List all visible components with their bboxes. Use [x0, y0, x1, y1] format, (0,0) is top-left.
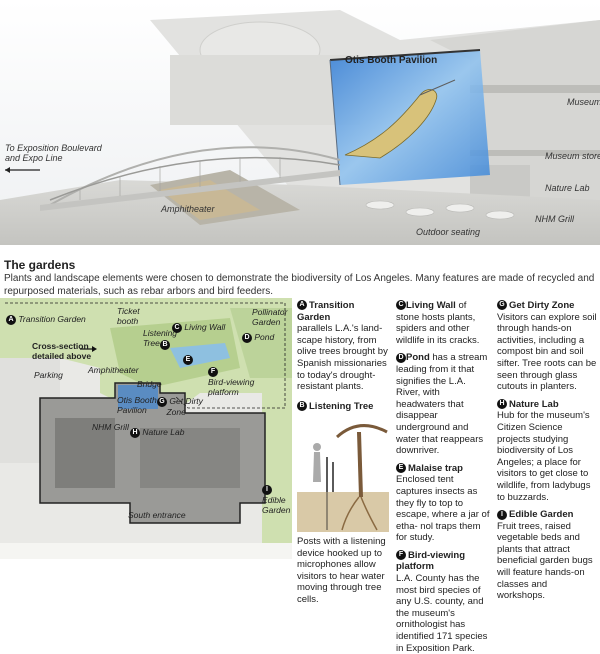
museum-label: Museum: [567, 97, 600, 107]
feature-f-title: Bird-viewing platform: [396, 549, 466, 573]
feature-e-title: Malaise trap: [408, 462, 463, 474]
map-transition-garden: A Transition Garden: [6, 314, 86, 325]
map-south-entrance: South entrance: [128, 510, 186, 520]
feature-g-text: Visitors can explore soil through hands-…: [497, 311, 597, 393]
nature-lab-label: Nature Lab: [545, 183, 590, 193]
map-nhm-grill: NHM Grill: [92, 422, 129, 432]
feature-a-text: parallels L.A.'s land-scape history, fro…: [297, 323, 388, 393]
hero-drawing: [0, 0, 600, 245]
feature-h-title: Nature Lab: [509, 398, 559, 410]
map-pond: D Pond: [242, 332, 274, 343]
map-badge-b: B: [160, 339, 170, 350]
feature-e-text: Enclosed tent captures insects as they f…: [396, 474, 490, 544]
map-bridge: Bridge: [137, 379, 162, 389]
listening-tree-illustration: [297, 424, 389, 533]
map-drawing: [0, 298, 292, 559]
nhm-grill-label: NHM Grill: [535, 214, 574, 224]
feature-i-title: Edible Garden: [509, 509, 574, 521]
expo-line-label-1: To Exposition Boulevard: [5, 143, 102, 153]
museum-store-label: Museum store: [545, 151, 600, 161]
feature-i-text: Fruit trees, raised vegetable beds and p…: [497, 520, 593, 602]
feature-g-title: Get Dirty Zone: [509, 300, 575, 311]
feature-c-text: of stone hosts plants, spiders and other…: [396, 300, 480, 346]
feature-b-text: Posts with a listening device hooked up …: [297, 535, 386, 605]
section-description: Plants and landscape elements were chose…: [4, 273, 595, 297]
map-living-wall: C Living Wall: [172, 322, 225, 333]
feature-h-text: Hub for the museum's Citizen Science pro…: [497, 410, 591, 503]
hero-illustration: Otis Booth Pavilion Museum Museum store …: [0, 0, 600, 245]
feature-f-text: L.A. County has the most bird species of…: [396, 573, 488, 654]
feature-d-text: has a stream leading from it that signif…: [396, 352, 488, 457]
expo-line-label-2: and Expo Line: [5, 153, 63, 163]
feature-a-title: Transition Garden: [297, 300, 355, 323]
outdoor-seating-label: Outdoor seating: [416, 227, 481, 237]
section-title: The gardens: [4, 258, 76, 272]
map-badge-e: E: [183, 354, 193, 365]
map-parking: Parking: [34, 370, 63, 380]
amphitheater-label: Amphitheater: [161, 204, 215, 214]
map-get-dirty: G Get Dirty Zone: [157, 396, 203, 417]
feature-d-title: Pond: [406, 352, 430, 364]
pavilion-label: Otis Booth Pavilion: [345, 55, 438, 66]
map-amphitheater: Amphitheater: [88, 365, 139, 375]
feature-b-title: Listening Tree: [309, 400, 374, 412]
map-nature-lab: H Nature Lab: [130, 427, 184, 438]
feature-c-title: Living Wall: [406, 300, 456, 311]
